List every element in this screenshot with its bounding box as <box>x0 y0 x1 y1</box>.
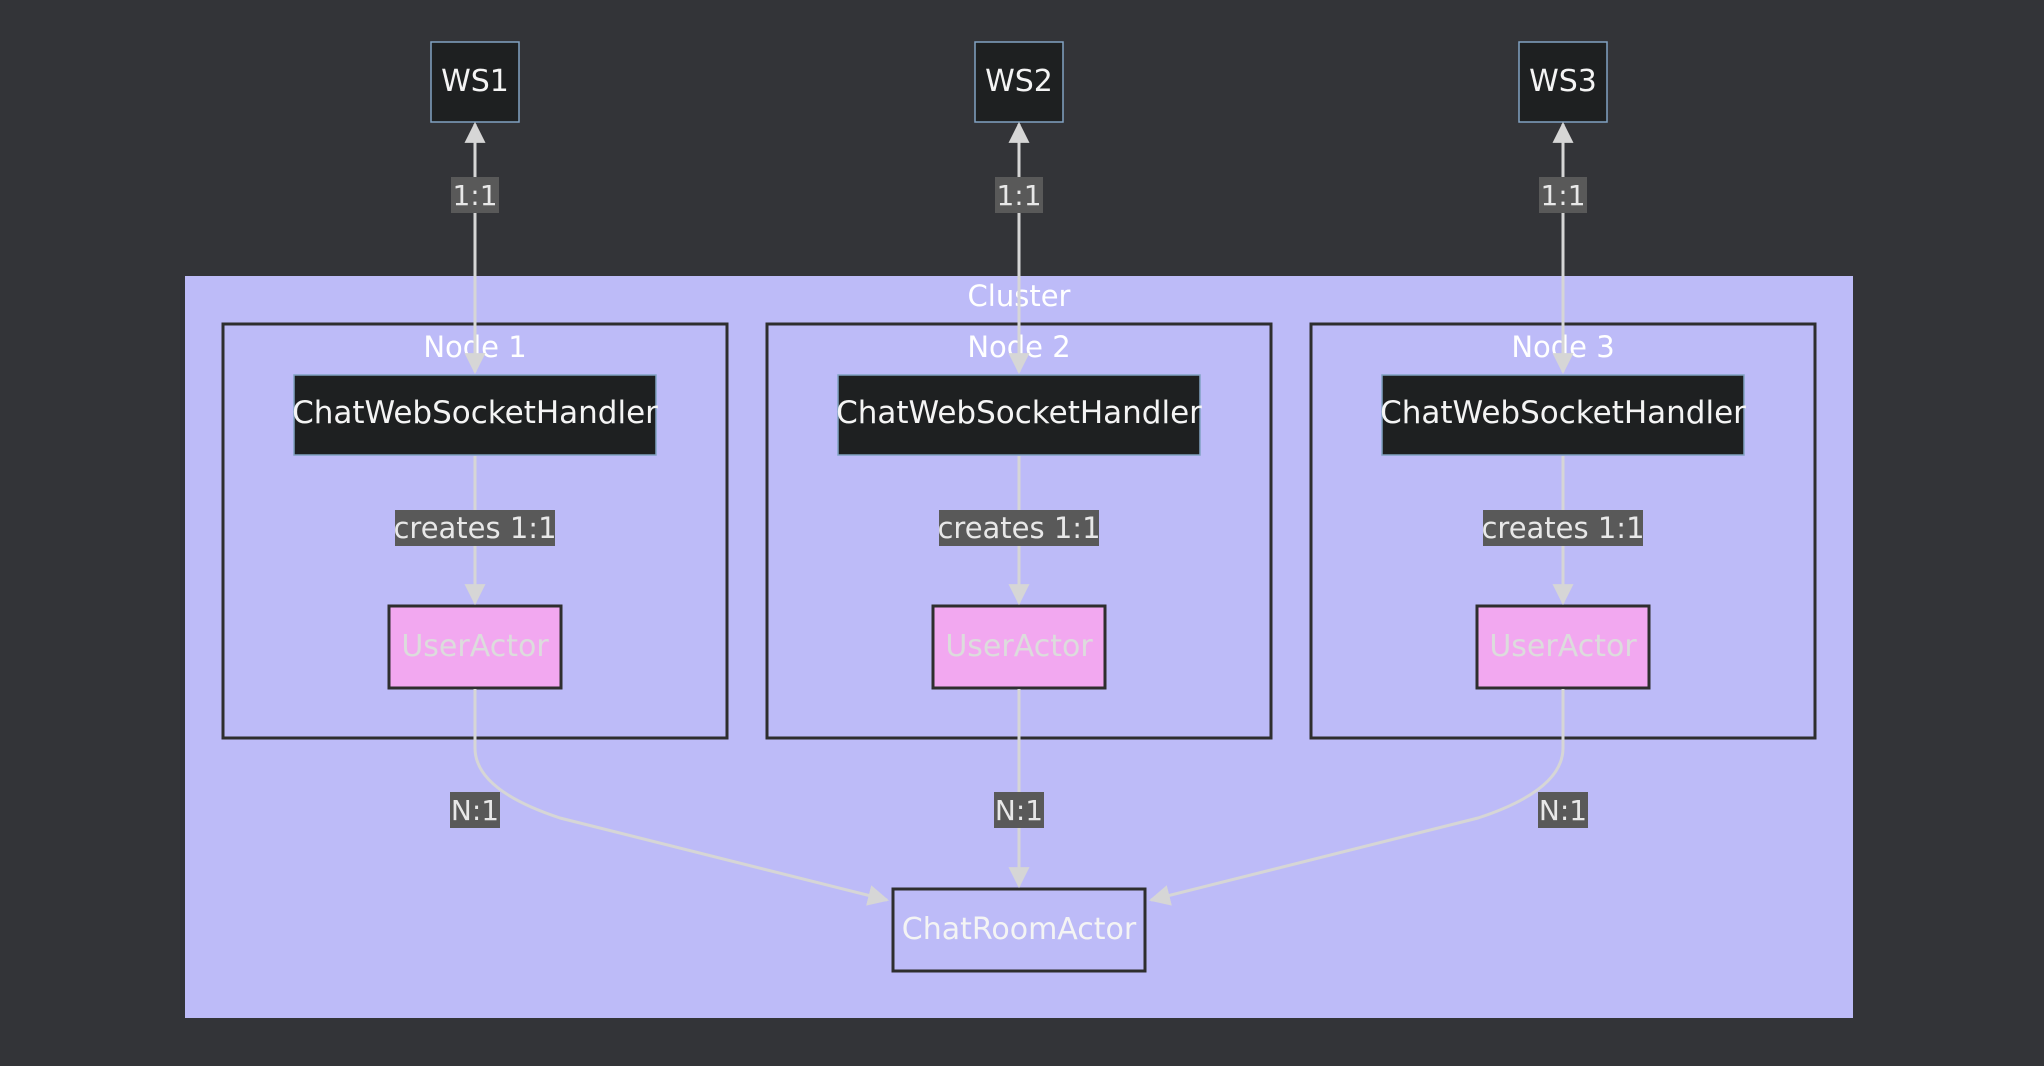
websocket-handler-node[interactable] <box>837 374 1201 456</box>
edge-label-text: N:1 <box>1539 794 1587 827</box>
edge-label-ws2: 1:1 <box>995 177 1043 213</box>
user-actor-label: UserActor <box>945 629 1093 664</box>
edge-label-text: creates 1:1 <box>1481 511 1644 545</box>
user-actor-node[interactable] <box>1475 604 1651 690</box>
edge-label-creates-2: creates 1:1 <box>937 510 1101 546</box>
edge-label-text: creates 1:1 <box>937 511 1100 545</box>
edge-label-n1-2: N:1 <box>994 792 1044 828</box>
user-actor-label: UserActor <box>1489 629 1637 664</box>
user-actor-label: UserActor <box>401 629 549 664</box>
websocket-label: WS3 <box>1529 64 1597 99</box>
edge-label-text: N:1 <box>451 794 499 827</box>
websocket-handler-label: ChatWebSocketHandler <box>1380 395 1746 431</box>
edges-ws-handler <box>464 121 1574 375</box>
edge-actor3-room <box>1148 689 1565 906</box>
websocket-node[interactable] <box>1518 41 1608 123</box>
edge-label-text: 1:1 <box>452 179 497 212</box>
edge-label-creates-1: creates 1:1 <box>393 510 557 546</box>
edge-label-text: 1:1 <box>1540 179 1585 212</box>
websocket-node[interactable] <box>430 41 520 123</box>
websocket-handler-label: ChatWebSocketHandler <box>292 395 658 431</box>
edge-label-ws1: 1:1 <box>451 177 499 213</box>
websocket-handler-label: ChatWebSocketHandler <box>836 395 1202 431</box>
websocket-handler-node[interactable] <box>293 374 657 456</box>
edge-actor1-room <box>473 689 890 906</box>
edges-actor-room <box>473 689 1565 906</box>
edge-label-n1-3: N:1 <box>1538 792 1588 828</box>
websocket-group-2: WS2 <box>974 41 1064 123</box>
edge-label-text: N:1 <box>995 794 1043 827</box>
edge-label-creates-3: creates 1:1 <box>1481 510 1645 546</box>
websocket-handler-node[interactable] <box>1381 374 1745 456</box>
websocket-label: WS1 <box>441 64 509 99</box>
user-actor-node[interactable] <box>931 604 1107 690</box>
edge-label-ws3: 1:1 <box>1539 177 1587 213</box>
user-actor-node[interactable] <box>387 604 563 690</box>
websocket-node[interactable] <box>974 41 1064 123</box>
edge-label-n1-1: N:1 <box>450 792 500 828</box>
websocket-group-1: WS1 <box>430 41 520 123</box>
websocket-group-3: WS3 <box>1518 41 1608 123</box>
chat-room-actor-label: ChatRoomActor <box>902 912 1137 947</box>
edge-label-text: creates 1:1 <box>393 511 556 545</box>
edge-label-text: 1:1 <box>996 179 1041 212</box>
node-group-1: Node 1 ChatWebSocketHandler UserActor <box>221 322 729 740</box>
websocket-label: WS2 <box>985 64 1053 99</box>
chat-room-actor-node[interactable] <box>891 887 1147 973</box>
